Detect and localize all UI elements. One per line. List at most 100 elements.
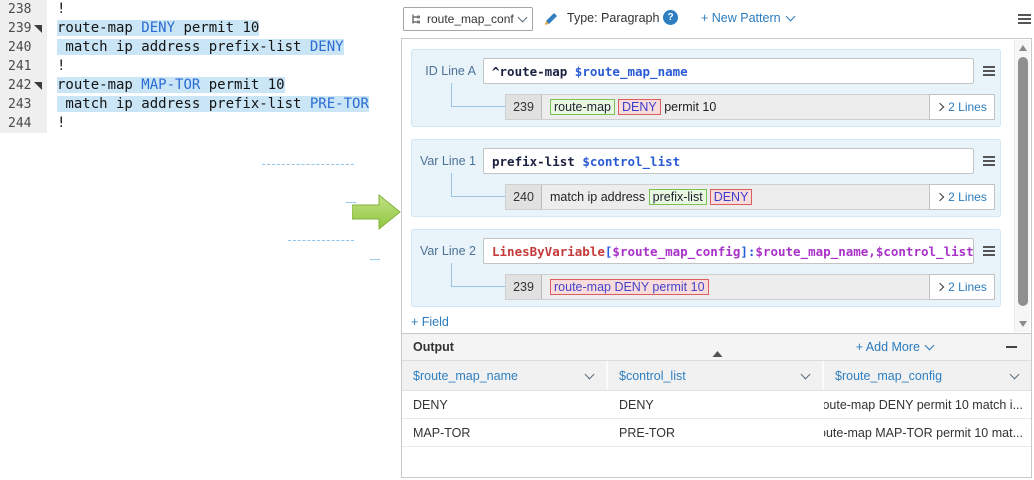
pattern-input[interactable]: prefix-list $control_list bbox=[483, 148, 974, 174]
pattern-card-var-line-2: Var Line 2 LinesByVariable[$route_map_co… bbox=[411, 229, 1001, 307]
selection-dash-guide bbox=[370, 259, 380, 260]
add-field-button[interactable]: + Field bbox=[411, 315, 449, 329]
card-menu-icon[interactable] bbox=[983, 64, 995, 78]
selected-config-text: route-map DENY permit 10 bbox=[57, 20, 260, 36]
column-header-label: $route_map_name bbox=[413, 368, 518, 383]
chevron-down-icon bbox=[1009, 369, 1020, 379]
connector-line bbox=[451, 263, 505, 287]
minimize-icon[interactable] bbox=[1006, 346, 1017, 348]
cell-route-map-name: DENY bbox=[413, 397, 448, 412]
output-header: Output + Add More bbox=[402, 334, 1031, 361]
connector-line bbox=[451, 173, 505, 197]
new-pattern-button[interactable]: + New Pattern bbox=[701, 11, 796, 25]
match-variable-highlight: route-map DENY permit 10 bbox=[550, 279, 709, 295]
pattern-variable: $route_map_name,$control_list bbox=[755, 243, 974, 259]
pattern-literal: prefix-list bbox=[492, 153, 583, 169]
config-code-editor: 238 ! 239 route-map DENY permit 10 240 m… bbox=[0, 0, 400, 133]
card-label: Var Line 2 bbox=[419, 244, 476, 258]
code-text: match ip address prefix-list DENY bbox=[47, 38, 344, 57]
lines-count-label: 2 Lines bbox=[948, 100, 987, 114]
pattern-variable: $route_map_config bbox=[612, 243, 741, 259]
scroll-down-icon[interactable] bbox=[1019, 321, 1027, 327]
column-header-control-list[interactable]: $control_list bbox=[608, 361, 824, 390]
pattern-input[interactable]: ^route-map $route_map_name bbox=[483, 58, 974, 84]
match-keyword-highlight: prefix-list bbox=[648, 189, 707, 205]
code-segment: match ip address prefix-list bbox=[57, 39, 310, 55]
table-row[interactable]: MAP-TOR PRE-TOR route-map MAP-TOR permit… bbox=[402, 419, 1031, 447]
chevron-down-icon bbox=[785, 11, 796, 22]
expand-lines-button[interactable]: 2 Lines bbox=[929, 184, 995, 210]
pattern-select[interactable]: route_map_config bbox=[403, 7, 533, 31]
scroll-up-icon[interactable] bbox=[1019, 45, 1027, 51]
code-line: 242 route-map MAP-TOR permit 10 bbox=[0, 76, 400, 95]
table-row[interactable]: DENY DENY route-map DENY permit 10 match… bbox=[402, 391, 1031, 419]
code-line: 238 ! bbox=[0, 0, 400, 19]
selection-dash-guide bbox=[288, 240, 354, 241]
matched-line-row: 239 route-map DENY permit 10 2 Lines bbox=[505, 274, 995, 300]
edit-pencil-icon[interactable] bbox=[542, 11, 559, 28]
cell-control-list: DENY bbox=[619, 397, 654, 412]
column-header-route-map-name[interactable]: $route_map_name bbox=[402, 361, 608, 390]
pattern-tree-icon bbox=[412, 14, 420, 24]
transform-arrow-icon bbox=[352, 193, 401, 231]
add-more-button[interactable]: + Add More bbox=[856, 340, 935, 354]
collapse-panel-icon[interactable] bbox=[711, 337, 722, 357]
output-table-header: $route_map_name $control_list $route_map… bbox=[402, 361, 1031, 391]
pattern-function: LinesByVariable bbox=[492, 243, 605, 259]
output-panel: Output + Add More $route_map_name $contr… bbox=[401, 333, 1032, 478]
code-text: route-map MAP-TOR permit 10 bbox=[47, 76, 285, 95]
line-number: 244 bbox=[0, 114, 47, 133]
pattern-input[interactable]: LinesByVariable[$route_map_config]:$rout… bbox=[483, 238, 974, 264]
match-keyword-highlight: route-map bbox=[550, 99, 615, 115]
expand-lines-button[interactable]: 2 Lines bbox=[929, 274, 995, 300]
vertical-scrollbar[interactable] bbox=[1014, 40, 1030, 332]
line-number: 238 bbox=[0, 0, 47, 19]
code-line: 243 match ip address prefix-list PRE-TOR bbox=[0, 95, 400, 114]
chevron-down-icon bbox=[517, 12, 528, 23]
selection-dash-guide bbox=[262, 164, 354, 165]
pattern-variable: $route_map_name bbox=[574, 63, 688, 79]
card-menu-icon[interactable] bbox=[983, 244, 995, 258]
output-title: Output bbox=[413, 340, 454, 354]
code-text: route-map DENY permit 10 bbox=[47, 19, 260, 38]
code-segment: match ip address prefix-list bbox=[57, 96, 310, 112]
matched-line-text: route-map DENY permit 10 bbox=[542, 275, 929, 299]
card-label: ID Line A bbox=[425, 64, 476, 78]
code-keyword: DENY bbox=[309, 39, 344, 55]
pattern-toolbar: route_map_config Type: Paragraph ? + New… bbox=[401, 7, 1032, 31]
cell-control-list: PRE-TOR bbox=[619, 425, 676, 440]
toolbar-menu-icon[interactable] bbox=[1018, 12, 1031, 26]
fold-marker-icon[interactable] bbox=[34, 82, 42, 90]
chevron-right-icon bbox=[935, 282, 945, 292]
help-icon[interactable]: ? bbox=[663, 10, 678, 25]
expand-lines-button[interactable]: 2 Lines bbox=[929, 94, 995, 120]
scrollbar-thumb[interactable] bbox=[1018, 57, 1028, 306]
card-menu-icon[interactable] bbox=[983, 154, 995, 168]
column-header-route-map-config[interactable]: $route_map_config bbox=[824, 361, 1031, 390]
chevron-down-icon bbox=[584, 369, 595, 379]
line-number-text: 239 bbox=[8, 21, 32, 36]
matched-line-number: 239 bbox=[506, 275, 542, 299]
matched-line-number: 240 bbox=[506, 185, 542, 209]
line-number: 242 bbox=[0, 76, 47, 95]
pattern-literal: ^route-map bbox=[492, 63, 575, 79]
pattern-select-value: route_map_config bbox=[427, 12, 514, 26]
card-label: Var Line 1 bbox=[419, 154, 476, 168]
match-variable-highlight: DENY bbox=[709, 189, 753, 205]
cell-route-map-config: route-map MAP-TOR permit 10 mat... bbox=[824, 425, 1023, 440]
selected-config-text: match ip address prefix-list PRE-TOR bbox=[57, 96, 369, 112]
pattern-definition-panel: ID Line A ^route-map $route_map_name 239… bbox=[401, 38, 1032, 334]
code-keyword: MAP-TOR bbox=[141, 77, 201, 93]
code-segment: permit 10 bbox=[200, 77, 285, 93]
cell-route-map-config: route-map DENY permit 10 match i... bbox=[824, 397, 1023, 412]
fold-marker-icon[interactable] bbox=[34, 25, 42, 33]
code-text: ! bbox=[57, 115, 66, 131]
pattern-variable: $control_list bbox=[582, 153, 681, 169]
code-line: 244 ! bbox=[0, 114, 400, 133]
code-segment: route-map bbox=[57, 20, 142, 36]
line-number-text: 242 bbox=[8, 78, 32, 93]
